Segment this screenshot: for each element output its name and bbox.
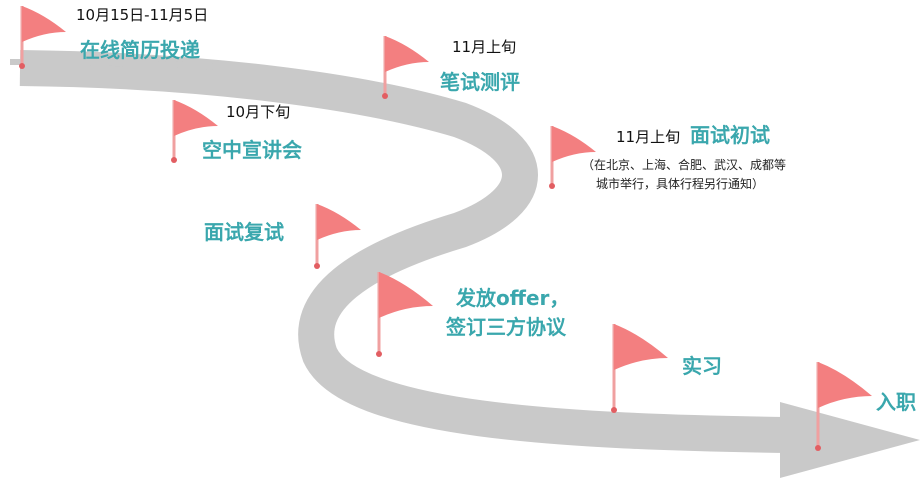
flag-icon [376, 272, 433, 357]
milestone-date: 11月上旬 [452, 38, 517, 56]
flag-icon [549, 126, 596, 189]
milestone-stage: 签订三方协议 [446, 315, 566, 339]
milestone-date: 10月下旬 [226, 103, 291, 121]
flag-icon [611, 324, 668, 413]
milestone-date: 10月15日-11月5日 [76, 6, 209, 24]
milestone-note: （在北京、上海、合肥、武汉、成都等 [582, 158, 787, 172]
milestone-stage: 发放offer， [456, 286, 570, 310]
milestone-stage: 笔试测评 [440, 70, 520, 94]
road-tail [9, 59, 241, 71]
milestone-stage: 在线简历投递 [80, 38, 200, 62]
milestone-stage: 面试初试 [690, 123, 770, 147]
flag-icon [815, 362, 872, 451]
flag-icon [19, 6, 66, 69]
milestone-date: 11月上旬 [616, 128, 681, 146]
milestone-stage: 面试复试 [204, 220, 284, 244]
flag-icon [171, 100, 218, 163]
milestone-note: 城市举行，具体行程另行通知） [596, 177, 765, 191]
road-arrowhead [780, 402, 920, 478]
milestone-stage: 空中宣讲会 [202, 138, 302, 162]
milestone-stage: 入职 [876, 390, 916, 414]
flag-icon [314, 204, 361, 269]
flag-icon [382, 36, 429, 99]
road-path [19, 50, 791, 453]
milestone-stage: 实习 [682, 354, 722, 378]
